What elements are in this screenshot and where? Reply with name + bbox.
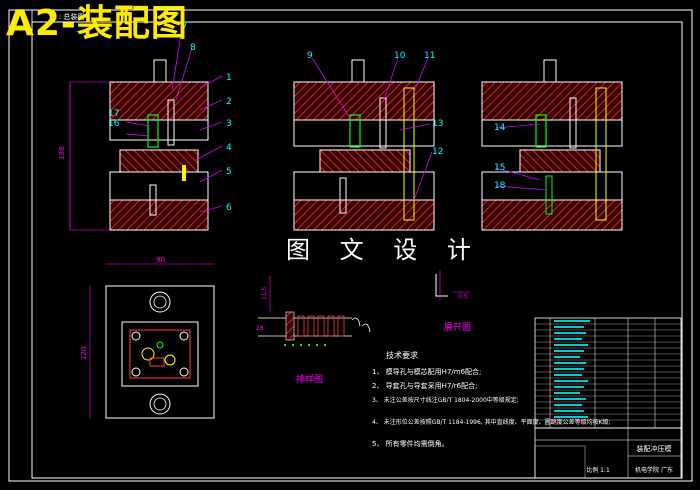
dim-height-left: 138 <box>58 147 66 160</box>
callout-17: 17 <box>108 109 119 119</box>
dim-width-top: 90 <box>156 256 165 264</box>
note-3: 3、 未注公差按尺寸线注GB/T 1804-2000中等级规定; <box>372 396 519 404</box>
unfolded-view: 0.5 展开图 <box>435 270 471 333</box>
leader-lines <box>125 27 549 213</box>
callout-8: 8 <box>190 43 196 53</box>
callout-6: 6 <box>226 203 232 213</box>
callout-4: 4 <box>226 143 232 153</box>
watermark-text: 图 文 设 计 <box>286 236 482 264</box>
dimensions: 138 90 120 <box>58 81 214 418</box>
note-1: 1、 模导孔与模芯配用H7/m6配合; <box>372 367 481 376</box>
strip-dim-side: 28 <box>256 325 264 332</box>
callout-16: 16 <box>108 119 120 129</box>
header-stamp-box <box>31 9 103 23</box>
callout-13: 13 <box>432 119 443 129</box>
note-4: 4、 未注形位公差按照GB/T 1184-1996, 其中直线度、平面度、圆跳度… <box>372 418 611 426</box>
strip-dim-vertical: 11.5 <box>261 286 268 300</box>
outer-frame <box>8 9 693 482</box>
callout-15: 15 <box>494 163 505 173</box>
plan-view <box>105 285 215 419</box>
front-view-2 <box>293 59 435 231</box>
strip-layout-label: 排样图 <box>296 373 323 385</box>
note-5: 5、 所有零件均需倒角。 <box>372 439 449 448</box>
notes-heading: 技术要求 <box>386 350 418 360</box>
front-view-1 <box>69 59 209 231</box>
callout-3: 3 <box>226 119 232 129</box>
strip-layout: 11.5 28 排样图 <box>256 276 371 385</box>
callout-2: 2 <box>226 97 232 107</box>
overlay-title: A2-装配图 <box>6 3 188 44</box>
unfolded-label: 展开图 <box>444 322 471 333</box>
parts-list <box>534 317 682 429</box>
callout-10: 10 <box>394 51 406 61</box>
inner-frame <box>31 21 683 479</box>
callout-14: 14 <box>494 123 506 133</box>
callout-18: 18 <box>494 181 506 191</box>
tech-notes: 技术要求 1、 模导孔与模芯配用H7/m6配合; 2、 导套孔与导套采用H7/r… <box>372 350 611 448</box>
front-view-3 <box>481 59 623 231</box>
callout-11: 11 <box>424 51 435 61</box>
callout-5: 5 <box>226 167 232 177</box>
unfold-dim-small: 0.5 <box>458 293 468 300</box>
callout-7: 7 <box>182 21 188 31</box>
scale-label: 比例 1:1 <box>586 466 610 474</box>
callout-1: 1 <box>226 73 232 83</box>
callout-12: 12 <box>432 147 443 157</box>
header-stamp-text: 注 : 总装图 <box>50 12 85 21</box>
drawing-name: 装配冲压模 <box>637 444 672 453</box>
school-name: 机电学院 广东 <box>635 466 673 474</box>
part-callouts: 1 2 3 4 5 6 7 8 9 10 11 12 13 14 15 16 1… <box>108 21 506 213</box>
title-block: 装配冲压模 机电学院 广东 比例 1:1 <box>534 427 682 479</box>
note-2: 2、 导套孔与导套采用H7/r6配合; <box>372 381 477 390</box>
dim-height-plan: 120 <box>80 347 88 360</box>
callout-9: 9 <box>307 51 313 61</box>
